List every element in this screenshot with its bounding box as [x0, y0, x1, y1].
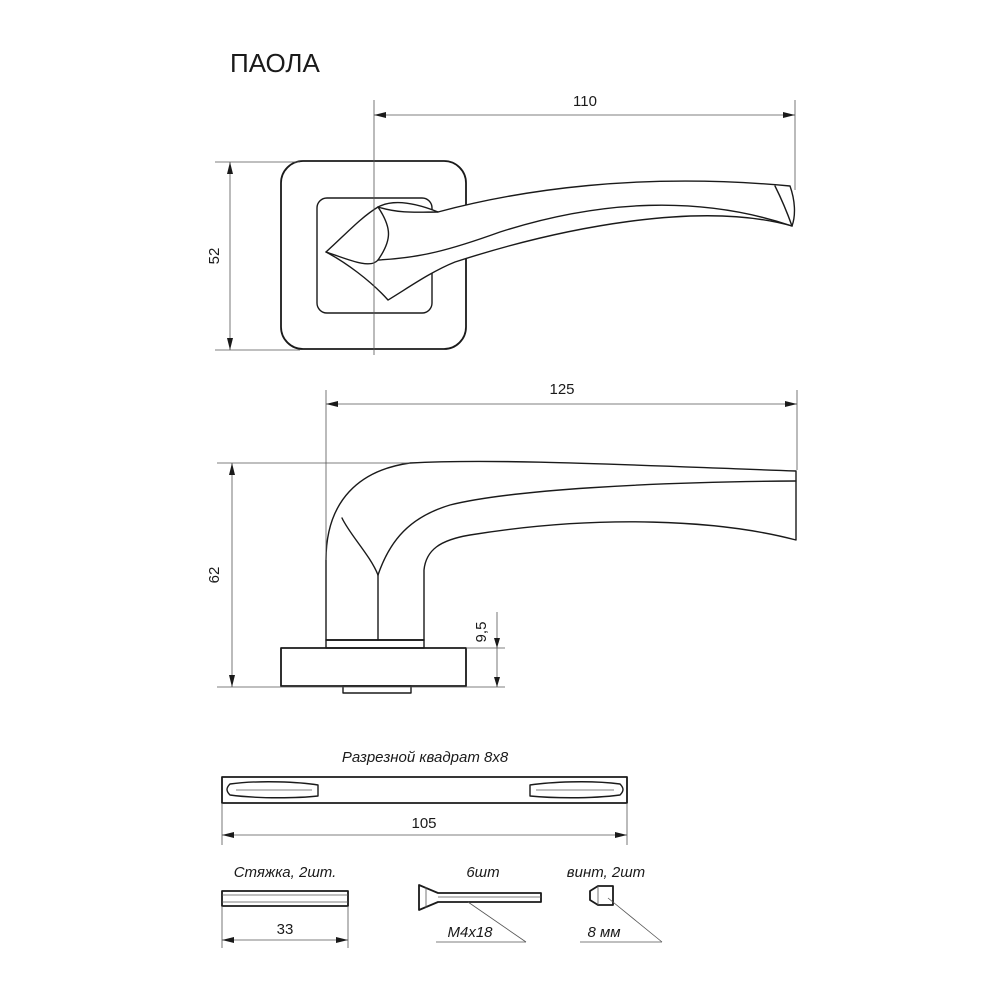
rose-collar: [325, 639, 425, 649]
lever-top-ridge: [377, 204, 793, 261]
rose-side: [280, 647, 467, 687]
leader-line: [467, 901, 527, 943]
arrow-head: [374, 112, 386, 118]
screw: [418, 884, 542, 911]
arrow-head: [326, 401, 338, 407]
spindle-caption: Разрезной квадрат 8х8: [342, 749, 509, 766]
spindle-slot-right: [529, 781, 624, 799]
dim-110: 110: [573, 93, 597, 110]
dim-62: 62: [206, 567, 223, 584]
spindle-view: Разрезной квадрат 8х8 105: [221, 749, 628, 845]
arrow-head: [227, 162, 233, 174]
dim-52: 52: [206, 248, 223, 265]
screw-size: М4х18: [447, 924, 493, 941]
top-view: 110 52: [206, 93, 796, 355]
set-screw: [589, 885, 614, 906]
set-screw-caption: винт, 2шт: [567, 864, 645, 881]
lever-side-ridge: [377, 480, 797, 576]
side-view: 125 62 9,5: [206, 381, 798, 694]
tie-caption: Стяжка, 2шт.: [234, 864, 337, 881]
lever-side-facet: [341, 517, 379, 576]
spindle-bar: [221, 776, 628, 804]
tie-rod: [221, 890, 349, 907]
screw-count: 6шт: [466, 864, 499, 881]
arrow-head: [785, 401, 797, 407]
set-screw-size: 8 мм: [587, 924, 620, 941]
arrow-head: [222, 832, 234, 838]
lever-top-edge: [377, 206, 439, 213]
lever-top-tip: [774, 185, 793, 227]
dim-105: 105: [411, 815, 436, 832]
arrow-head: [229, 463, 235, 475]
arrow-head: [494, 638, 500, 648]
dim-125: 125: [549, 381, 574, 398]
spindle-stub: [342, 685, 412, 694]
parts-view: Стяжка, 2шт. 33 6шт М4х18 винт, 2шт 8 мм: [221, 864, 663, 948]
spindle-slot-left: [226, 781, 319, 799]
dim-9-5: 9,5: [473, 622, 490, 643]
arrow-head: [229, 675, 235, 687]
arrow-head: [615, 832, 627, 838]
arrow-head: [222, 937, 234, 943]
product-title: ПАОЛА: [230, 48, 320, 78]
arrow-head: [227, 338, 233, 350]
leader-line: [607, 897, 663, 943]
lever-top: [325, 180, 796, 301]
arrow-head: [494, 677, 500, 687]
arrow-head: [783, 112, 795, 118]
lever-side: [325, 460, 797, 641]
arrow-head: [336, 937, 348, 943]
dim-33: 33: [277, 921, 294, 938]
